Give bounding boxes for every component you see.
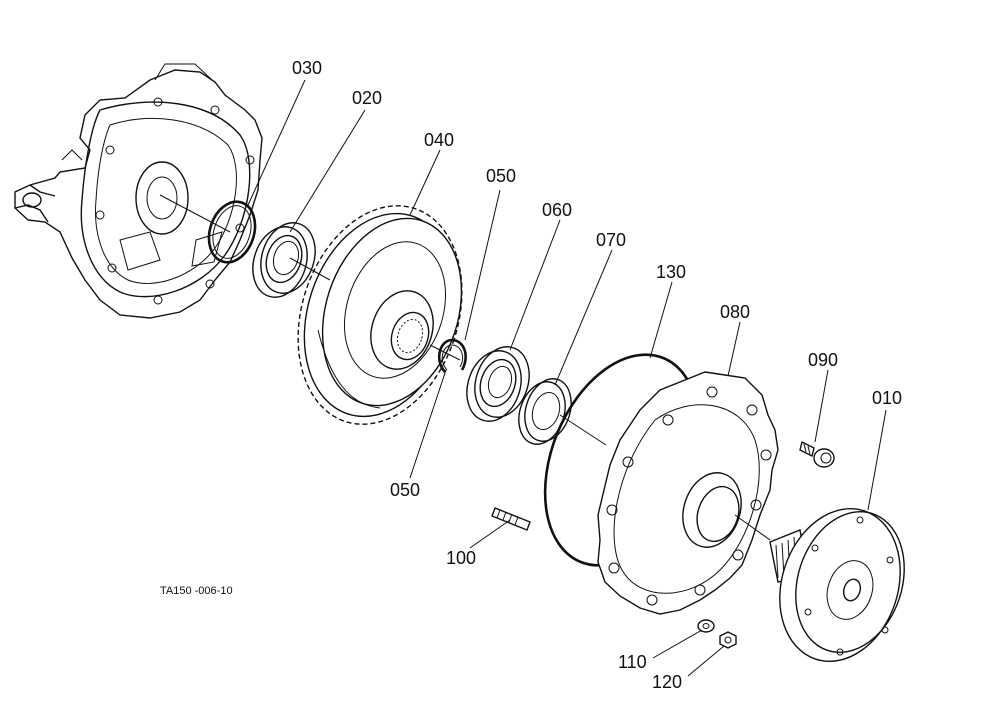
leader-020: [289, 109, 366, 233]
label-100: 100: [446, 548, 476, 568]
part-100-stud: [491, 507, 531, 531]
leader-030: [247, 79, 306, 206]
leader-050b: [409, 369, 447, 479]
leader-080: [727, 321, 741, 377]
part-050-circlip: [437, 338, 467, 373]
housing-casting: [14, 63, 263, 319]
leader-070: [554, 249, 613, 386]
label-020: 020: [352, 88, 382, 108]
leader-110: [652, 629, 703, 659]
part-090-plug-bolt: [799, 440, 835, 468]
part-110-washer: [697, 619, 715, 633]
label-090: 090: [808, 350, 838, 370]
label-050-top: 050: [486, 166, 516, 186]
leader-130: [649, 281, 673, 359]
leader-090: [814, 369, 829, 443]
leader-040: [409, 149, 441, 216]
part-120-nut: [719, 631, 737, 649]
assembly-axis-line: [159, 194, 771, 541]
leader-010: [867, 409, 887, 511]
label-060: 060: [542, 200, 572, 220]
label-030: 030: [292, 58, 322, 78]
part-010-flange-shaft: [769, 507, 905, 663]
part-030-snap-ring: [207, 200, 257, 264]
label-120: 120: [652, 672, 682, 692]
label-010: 010: [872, 388, 902, 408]
leader-100: [469, 519, 511, 549]
part-060-bearing: [466, 346, 530, 422]
part-080-cover: [597, 371, 779, 615]
figure-reference: TA150 -006-10: [160, 585, 233, 597]
leader-060: [509, 219, 561, 351]
label-070: 070: [596, 230, 626, 250]
leader-120: [687, 645, 725, 677]
label-130: 130: [656, 262, 686, 282]
label-080: 080: [720, 302, 750, 322]
part-040-ring-gear: [297, 205, 463, 425]
label-110: 110: [618, 652, 647, 672]
label-040: 040: [424, 130, 454, 150]
leader-050a: [464, 189, 501, 341]
leader-lines: [247, 79, 887, 677]
label-050-bottom: 050: [390, 480, 420, 500]
callout-labels: 030 020 040 050 050 060 070 130 080 090 …: [160, 58, 902, 692]
